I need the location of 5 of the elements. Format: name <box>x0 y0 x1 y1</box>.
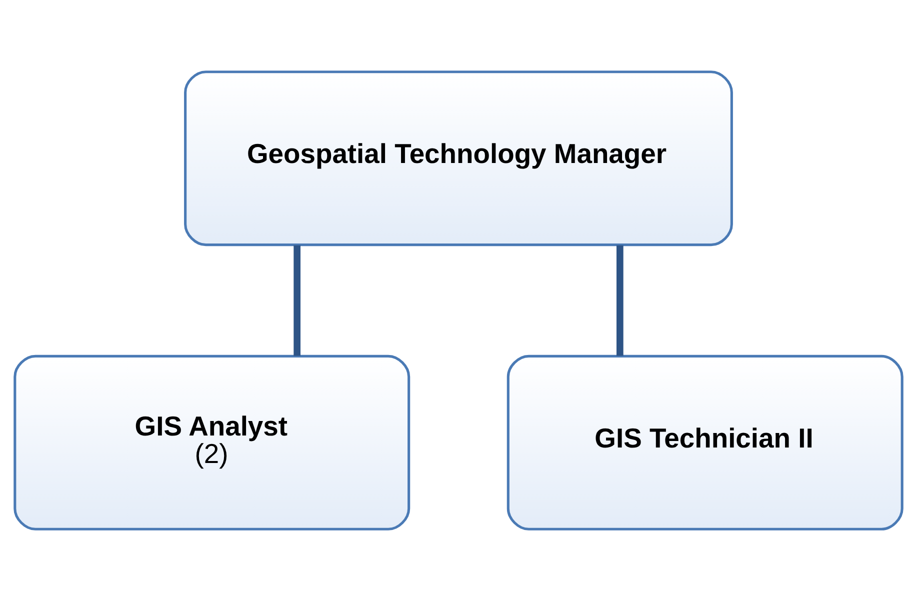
connector <box>616 245 624 356</box>
node-box: GIS Technician II <box>506 354 904 530</box>
connector <box>294 245 300 356</box>
node-box: Geospatial Technology Manager <box>184 70 733 246</box>
node-box: GIS Analyst (2) <box>14 354 410 530</box>
